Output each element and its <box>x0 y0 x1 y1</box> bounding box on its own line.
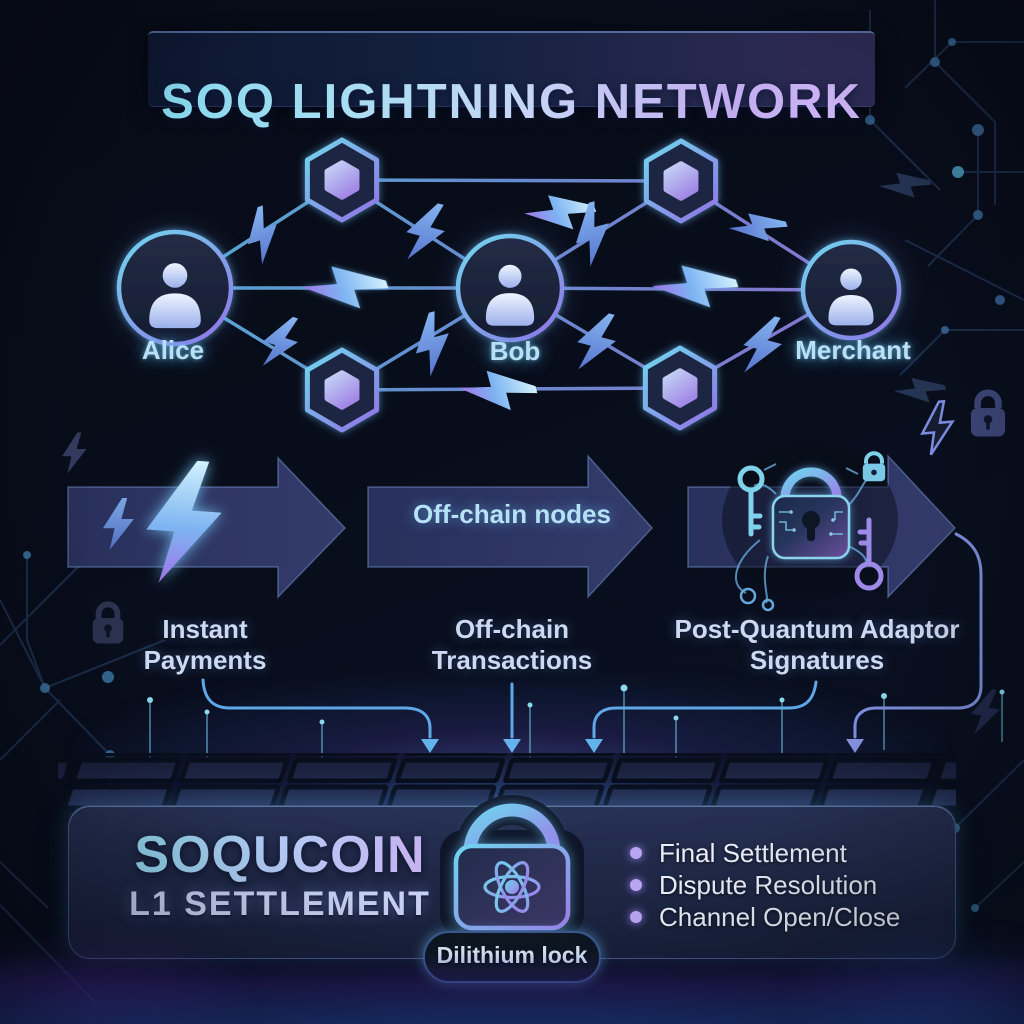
bullet-dot <box>630 879 642 891</box>
flow-step-3-label: Post-Quantum Adaptor Signatures <box>674 614 960 675</box>
title-banner: SOQ LIGHTNING NETWORK <box>148 31 875 129</box>
flow-arrow-2 <box>367 454 654 599</box>
node-merchant <box>800 239 902 341</box>
atom-icon <box>483 861 541 913</box>
settlement-subtitle: L1 SETTLEMENT <box>129 885 431 923</box>
node-alice <box>116 229 234 347</box>
feature-list: Final Settlement Dispute Resolution Chan… <box>630 837 900 933</box>
key-icon <box>854 517 884 591</box>
feature-label: Dispute Resolution <box>659 869 878 900</box>
feature-item: Final Settlement <box>630 837 900 869</box>
feature-item: Dispute Resolution <box>630 869 900 901</box>
connector-arrows <box>201 532 983 753</box>
flow-step-1-label: Instant Payments <box>143 614 267 675</box>
flow-step-2-label: Off-chain Transactions <box>431 614 593 675</box>
light-streaks <box>149 690 1003 762</box>
bullet-dot <box>630 847 642 859</box>
node-label-merchant: Merchant <box>795 335 911 365</box>
network-diagram <box>95 140 949 430</box>
streak-dots <box>147 684 1005 725</box>
bottom-glow <box>0 952 1024 1024</box>
key-icon <box>737 465 765 537</box>
feature-item: Channel Open/Close <box>630 901 900 933</box>
node-label-alice: Alice <box>141 335 205 365</box>
bullet-dot <box>630 911 642 923</box>
node-label-bob: Bob <box>489 336 541 366</box>
flow-arrow-2-text: Off-chain nodes <box>413 499 611 529</box>
flow-row <box>62 389 1006 644</box>
padlock-keys-icon <box>722 442 898 612</box>
feature-label: Channel Open/Close <box>659 901 901 932</box>
page-title: SOQ LIGHTNING NETWORK <box>148 66 875 139</box>
feature-label: Final Settlement <box>659 837 847 868</box>
lock-icon <box>970 389 1006 437</box>
small-lock-icon <box>862 451 886 482</box>
lock-icon <box>92 601 124 644</box>
node-bob <box>455 233 565 343</box>
settlement-title: SOQUCOIN <box>100 828 460 882</box>
settlement-title-block: SOQUCOIN L1 SETTLEMENT <box>100 828 460 926</box>
circuit-dots-top-right <box>865 38 1005 334</box>
